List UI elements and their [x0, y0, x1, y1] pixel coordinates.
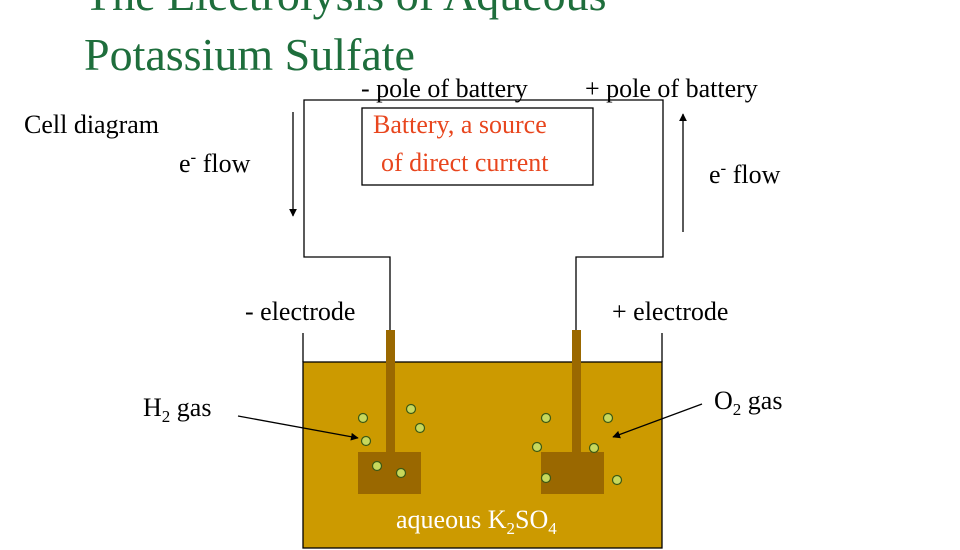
negative-pole-label: - pole of battery: [361, 74, 528, 103]
eflow-right-label: e- flow: [709, 158, 781, 189]
h2-pointer-arrow: [237, 415, 359, 441]
bullet-icon: +: [26, 0, 44, 8]
o2-pointer-arrow: [612, 403, 703, 439]
circuit-wire: [303, 99, 664, 330]
negative-electrode-plate: [358, 452, 421, 494]
gas-bubble: [540, 472, 552, 484]
h2-gas-label: H2 gas: [143, 393, 212, 427]
negative-electrode-rod: [386, 330, 395, 454]
gas-bubble: [602, 412, 614, 424]
positive-electrode-label: + electrode: [612, 297, 729, 326]
eflow-left-label: e- flow: [179, 147, 251, 178]
gas-bubble: [395, 467, 407, 479]
o2-gas-label: O2 gas: [714, 386, 783, 420]
gas-bubble: [371, 460, 383, 472]
battery-label-line-1: Battery, a source: [373, 110, 547, 139]
gas-bubble: [531, 441, 543, 453]
cell-diagram-label: Cell diagram: [24, 110, 160, 139]
gas-bubble: [611, 474, 623, 486]
negative-electrode-label: - electrode: [245, 297, 356, 326]
gas-bubble: [588, 442, 600, 454]
solution-label: aqueous K2SO4: [396, 505, 557, 539]
h2-bubbles: [357, 403, 426, 479]
gas-bubble: [405, 403, 417, 415]
positive-electrode-plate: [541, 452, 604, 494]
gas-bubble: [540, 412, 552, 424]
battery-label-line-2: of direct current: [381, 148, 549, 177]
battery-box: [361, 107, 594, 186]
positive-electrode-rod: [572, 330, 581, 454]
gas-bubble: [357, 412, 369, 424]
positive-pole-label: + pole of battery: [585, 74, 758, 103]
gas-bubble: [360, 435, 372, 447]
gas-bubble: [414, 422, 426, 434]
title-line-2: Potassium Sulfate: [84, 29, 415, 80]
o2-bubbles: [531, 412, 623, 486]
title-line-1: The Electrolysis of Aqueous: [84, 0, 607, 20]
